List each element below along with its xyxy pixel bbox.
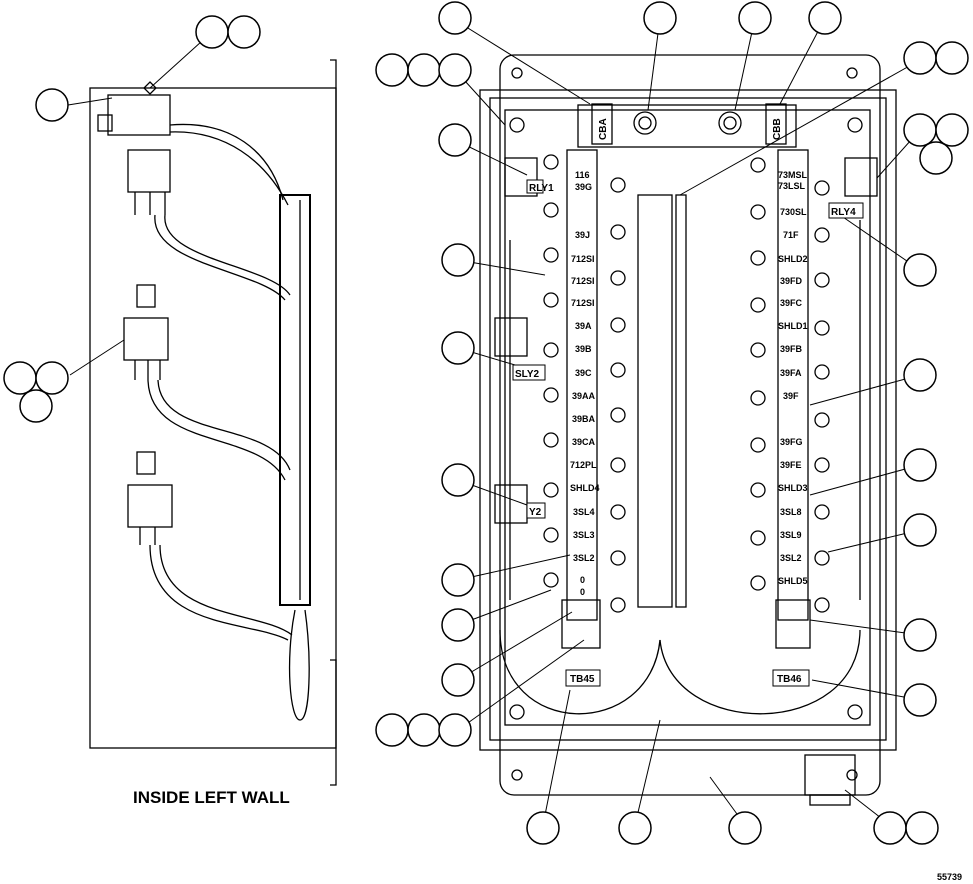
callout-bubble — [438, 53, 472, 87]
callout-bubbles — [3, 1, 969, 845]
terminal-label: 39AA — [572, 391, 596, 401]
terminal-label: 39F — [783, 391, 799, 401]
callout-bubble — [375, 713, 409, 747]
callout-bubble — [35, 88, 69, 122]
terminal-label: SHLD5 — [778, 576, 808, 586]
callout-bubble — [526, 811, 560, 845]
terminal-label: 39J — [575, 230, 590, 240]
breaker-label-cba: CBA — [598, 118, 609, 140]
callout-bubble — [438, 1, 472, 35]
relay-sly2 — [494, 317, 528, 357]
callout-bubble — [728, 811, 762, 845]
terminal-label: 39C — [575, 368, 592, 378]
callout-bubble — [438, 123, 472, 157]
callout-bubble — [441, 608, 475, 642]
terminal-label: 3SL2 — [780, 553, 802, 563]
terminal-board-label-tb46: TB46 — [777, 674, 802, 685]
relay-tag-y2: Y2 — [529, 507, 542, 518]
callout-bubble — [441, 663, 475, 697]
tag-boxes — [512, 179, 864, 687]
callout-bubble — [935, 113, 969, 147]
callout-bubble — [441, 331, 475, 365]
callout-bubble — [438, 713, 472, 747]
relay-rly4 — [844, 157, 878, 197]
callout-bubble — [903, 448, 937, 482]
terminal-label: 0 — [580, 587, 585, 597]
terminal-label: 73LSL — [778, 181, 806, 191]
terminal-label: 39A — [575, 321, 592, 331]
relay-tag-rly4: RLY4 — [831, 207, 856, 218]
terminal-label: 3SL8 — [780, 507, 802, 517]
callout-bubble — [903, 683, 937, 717]
terminal-label: SHLD2 — [778, 254, 808, 264]
callout-leaders — [67, 17, 921, 826]
callout-bubble — [35, 361, 69, 395]
callout-bubble — [935, 41, 969, 75]
callout-bubble — [407, 53, 441, 87]
terminal-label: 39FC — [780, 298, 803, 308]
terminal-label: SHLD3 — [778, 483, 808, 493]
relay-rly1 — [504, 157, 538, 197]
terminal-board-label-tb45: TB45 — [570, 674, 595, 685]
callout-bubble — [738, 1, 772, 35]
relay-tag-rly1: RLY1 — [529, 183, 554, 194]
terminal-label: 712SI — [571, 298, 595, 308]
callout-bubble — [873, 811, 907, 845]
terminal-label: 73MSL — [778, 170, 808, 180]
terminal-label: 71F — [783, 230, 799, 240]
terminal-label: 39BA — [572, 414, 596, 424]
callout-bubble — [903, 253, 937, 287]
left-terminal-labels: 116 39G 39J 712SI 712SI 712SI 39A 39B 39… — [570, 170, 600, 597]
callout-bubble — [19, 389, 53, 423]
terminal-label: 39B — [575, 344, 592, 354]
callout-bubble — [375, 53, 409, 87]
callout-bubble — [903, 618, 937, 652]
callout-bubble — [903, 113, 937, 147]
terminal-label: 3SL3 — [573, 530, 595, 540]
right-terminal-labels: 73MSL 73LSL 730SL 71F SHLD2 39FD 39FC SH… — [778, 170, 808, 586]
callout-bubble — [618, 811, 652, 845]
terminal-label: SHLD4 — [570, 483, 600, 493]
inside-left-wall-view — [89, 59, 337, 786]
terminal-label: 3SL2 — [573, 553, 595, 563]
view-caption: INSIDE LEFT WALL — [133, 788, 290, 807]
right-terminal-screws — [750, 157, 830, 613]
left-terminal-screws — [543, 154, 626, 613]
callout-bubble — [227, 15, 261, 49]
breaker-label-cbb: CBB — [772, 118, 783, 140]
callout-bubble — [195, 15, 229, 49]
callout-bubble — [643, 1, 677, 35]
callout-bubble — [903, 358, 937, 392]
callout-bubble — [905, 811, 939, 845]
terminal-label: 0 — [580, 575, 585, 585]
callout-bubble — [441, 563, 475, 597]
callout-bubble — [808, 1, 842, 35]
callout-bubble — [903, 513, 937, 547]
terminal-label: 39FD — [780, 276, 803, 286]
callout-bubble — [441, 243, 475, 277]
terminal-label: 39CA — [572, 437, 596, 447]
terminal-label: 730SL — [780, 207, 807, 217]
terminal-label: 712PL — [570, 460, 597, 470]
callout-bubble — [3, 361, 37, 395]
terminal-label: 3SL9 — [780, 530, 802, 540]
terminal-label: 116 — [575, 170, 590, 180]
terminal-label: SHLD1 — [778, 321, 808, 331]
terminal-label: 39FB — [780, 344, 803, 354]
terminal-label: 39G — [575, 182, 592, 192]
terminal-label: 712SI — [571, 276, 595, 286]
enclosure-view — [479, 54, 897, 806]
figure-number: 55739 — [937, 872, 962, 882]
callout-bubble — [407, 713, 441, 747]
callout-bubble — [441, 463, 475, 497]
terminal-label: 39FE — [780, 460, 802, 470]
callout-bubble — [903, 41, 937, 75]
callout-bubble — [919, 141, 953, 175]
terminal-label: 39FG — [780, 437, 803, 447]
terminal-label: 39FA — [780, 368, 802, 378]
relay-tag-sly2: SLY2 — [515, 369, 540, 380]
terminal-label: 712SI — [571, 254, 595, 264]
terminal-label: 3SL4 — [573, 507, 595, 517]
